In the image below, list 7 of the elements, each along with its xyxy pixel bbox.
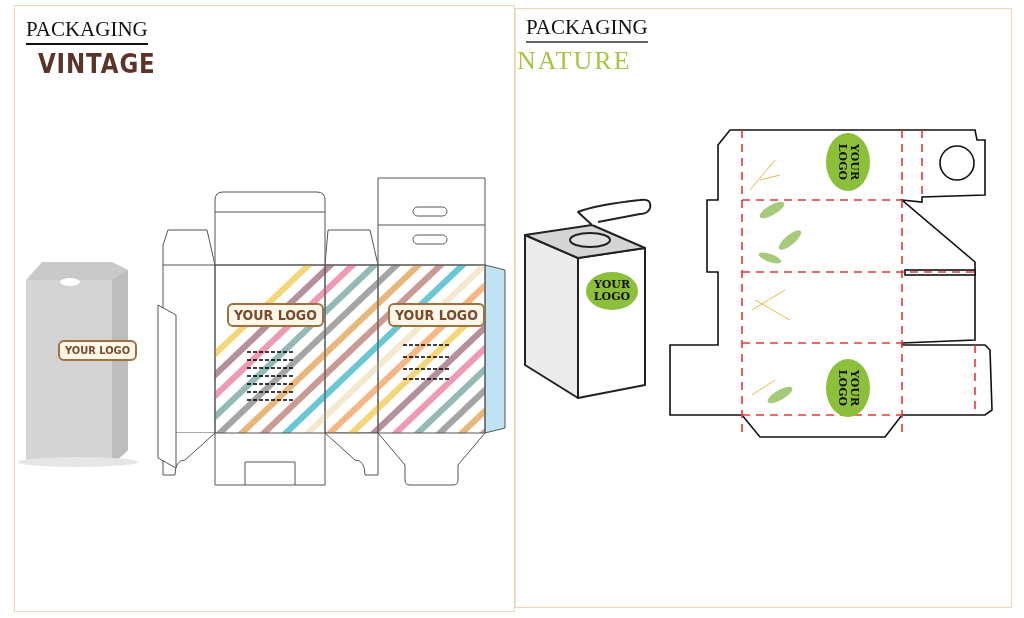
heading: PACKAGING	[526, 17, 648, 43]
framed-label: YOUR LOGO	[227, 303, 324, 327]
subheading: VINTAGE	[38, 50, 156, 77]
framed-label: YOUR LOGO	[58, 340, 138, 361]
heading: PACKAGING	[26, 19, 148, 45]
subheading: NATURE	[517, 48, 632, 74]
framed-label: YOUR LOGO	[388, 303, 485, 327]
